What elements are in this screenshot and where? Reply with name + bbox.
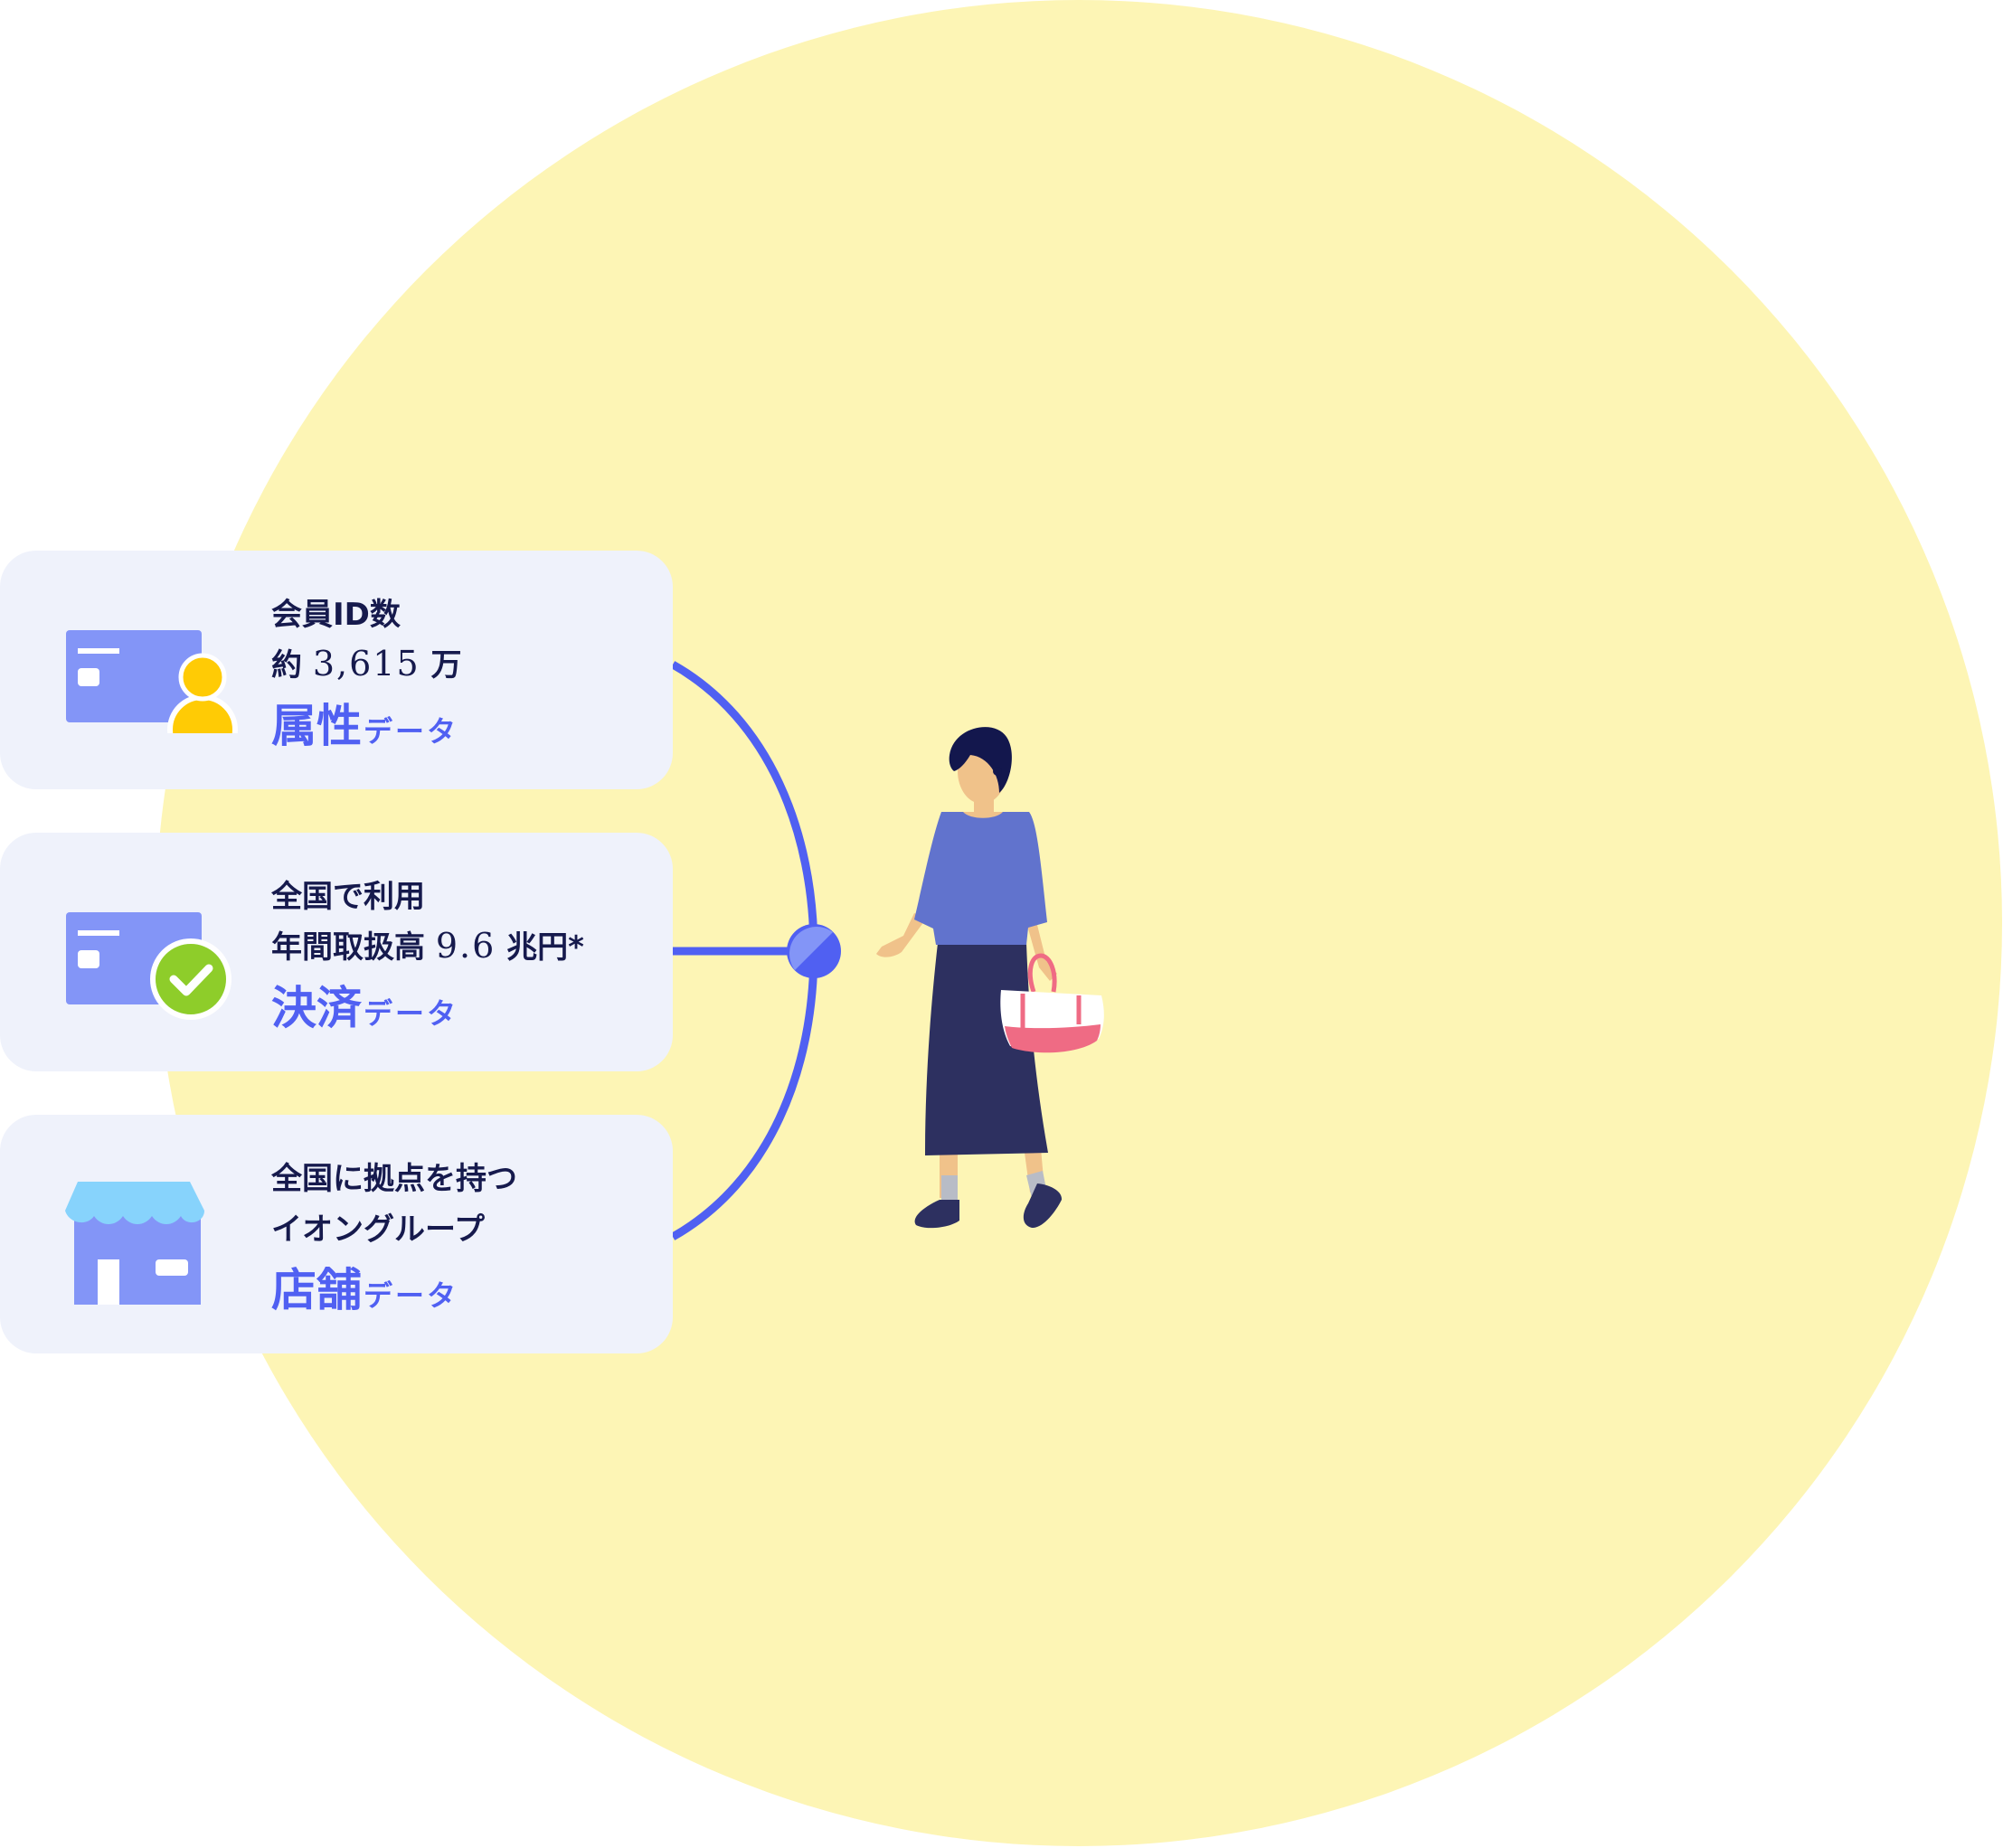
aeon-group-label: イオングループ	[271, 1212, 485, 1248]
category-label: 属性データ	[271, 700, 459, 752]
connector-hub	[787, 924, 841, 978]
store-card: 全国に拠点を持つ イオングループ 店舗データ	[0, 1115, 673, 1353]
usage-label: 全国で利用	[271, 879, 425, 915]
category-label: 決済データ	[271, 982, 459, 1034]
card-check-icon	[66, 912, 231, 1020]
transaction-volume-line: 年間取扱高 9.6 兆円*	[271, 926, 584, 966]
category-label: 店舗データ	[271, 1264, 459, 1316]
member-count-label: 会員ID数	[271, 597, 401, 633]
store-base-label: 全国に拠点を持つ	[271, 1161, 517, 1197]
store-icon	[65, 1182, 204, 1305]
member-attribute-card: 会員ID数 約 3,615 万 属性データ	[0, 551, 673, 789]
member-count-value-line: 約 3,615 万	[271, 644, 462, 684]
connector-bottom-arc	[670, 950, 818, 1240]
payment-card: 全国で利用 年間取扱高 9.6 兆円* 決済データ	[0, 833, 673, 1071]
person-illustration	[876, 727, 1104, 1229]
member-card-person-icon	[66, 630, 241, 742]
connector-top-arc	[670, 661, 818, 952]
